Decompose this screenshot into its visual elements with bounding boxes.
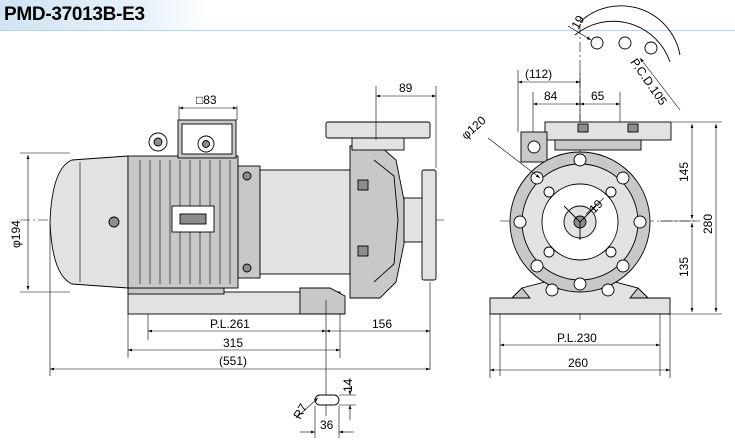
motor-bolt bbox=[108, 216, 120, 228]
dim-casing-diameter: φ120 bbox=[459, 113, 489, 142]
dim-slot-height: 14 bbox=[341, 378, 355, 392]
dim-upper-height: 145 bbox=[677, 162, 691, 182]
dim-outlet-offset: 156 bbox=[372, 317, 392, 331]
front-cable-gland bbox=[527, 140, 541, 154]
base-rib bbox=[510, 287, 531, 299]
cable-gland-right-core bbox=[202, 140, 210, 148]
dim-motor-box: □83 bbox=[196, 93, 217, 107]
nameplate bbox=[171, 205, 215, 233]
leader-line bbox=[585, 197, 605, 215]
dim-front-left-width: 84 bbox=[544, 89, 558, 103]
front-view bbox=[489, 5, 695, 320]
dim-overall-length: (551) bbox=[219, 354, 247, 368]
flange-arc-outer bbox=[579, 5, 681, 56]
slot-detail bbox=[314, 394, 340, 406]
front-discharge-neck bbox=[554, 139, 642, 151]
bolt-hole bbox=[616, 259, 630, 273]
casing-bolts bbox=[513, 153, 647, 297]
leader-line bbox=[295, 397, 319, 419]
title-banner: PMD-37013B-E3 bbox=[0, 0, 210, 30]
flange-nut bbox=[577, 123, 589, 133]
bolt-hole bbox=[605, 186, 617, 198]
bolt-hole bbox=[543, 186, 555, 198]
dim-total-height: 280 bbox=[701, 214, 715, 234]
dim-slot-width: 36 bbox=[320, 418, 334, 432]
leader-line bbox=[639, 57, 681, 111]
flange-hole bbox=[590, 36, 604, 50]
side-base-foot bbox=[299, 287, 346, 315]
dim-bolt-hole: 19 bbox=[568, 13, 587, 32]
bolt-hole bbox=[545, 283, 559, 297]
bolt-hole bbox=[530, 259, 544, 273]
leader-line bbox=[487, 137, 541, 179]
discharge-neck bbox=[351, 137, 405, 151]
discharge-flange bbox=[325, 121, 431, 139]
dim-flange-length: 89 bbox=[399, 81, 413, 95]
bolt-hole bbox=[513, 215, 527, 229]
bolt-hole bbox=[616, 171, 630, 185]
front-discharge-flange bbox=[544, 121, 672, 141]
fan-cover bbox=[49, 155, 129, 289]
dim-lower-height: 135 bbox=[677, 257, 691, 277]
dim-pl-front: P.L.230 bbox=[557, 331, 597, 345]
dim-front-total-width: (112) bbox=[525, 67, 552, 81]
impeller-vanes bbox=[563, 205, 597, 240]
base-rib bbox=[629, 287, 650, 299]
bolt-hole bbox=[543, 246, 555, 258]
bolt-hole bbox=[605, 246, 617, 258]
casing-bolt bbox=[357, 179, 369, 191]
casing-bolt bbox=[357, 245, 369, 257]
cable-gland-left-core bbox=[153, 137, 163, 147]
bolt-hole bbox=[573, 277, 587, 291]
flange-arc bbox=[574, 20, 671, 63]
suction-nozzle bbox=[403, 197, 425, 243]
motor-flange bbox=[237, 165, 261, 279]
dim-pcd: P.C.D.105 bbox=[628, 56, 671, 108]
bolt-hole bbox=[601, 283, 615, 297]
pump-casing bbox=[349, 145, 405, 299]
suction-flange bbox=[421, 169, 437, 281]
bolt-hole bbox=[530, 171, 544, 185]
side-base-top bbox=[127, 287, 225, 295]
dim-motor-diameter: φ194 bbox=[9, 220, 23, 248]
flange-bolt bbox=[242, 263, 252, 273]
flange-nut bbox=[627, 123, 639, 133]
flange-hole bbox=[618, 36, 632, 50]
dim-pl-side: P.L.261 bbox=[210, 317, 250, 331]
side-view bbox=[20, 119, 445, 315]
model-title: PMD-37013B-E3 bbox=[4, 4, 145, 25]
dim-front-right-width: 65 bbox=[591, 89, 605, 103]
title-underline bbox=[0, 30, 735, 31]
dim-base-length: 315 bbox=[223, 336, 243, 350]
bolt-hole bbox=[633, 215, 647, 229]
flange-bolt bbox=[242, 171, 252, 181]
leader-line bbox=[567, 25, 592, 41]
dim-slot-radius: R7 bbox=[290, 401, 310, 422]
pump-bracket bbox=[259, 169, 351, 275]
dim-base-width: 260 bbox=[568, 356, 588, 370]
casing-outline bbox=[373, 159, 399, 283]
nameplate-inner bbox=[179, 213, 207, 225]
bolt-hole bbox=[573, 153, 587, 167]
side-dimensions: □83 89 φ194 P.L.261 156 315 (551) bbox=[9, 81, 437, 438]
flange-hole bbox=[644, 41, 658, 55]
